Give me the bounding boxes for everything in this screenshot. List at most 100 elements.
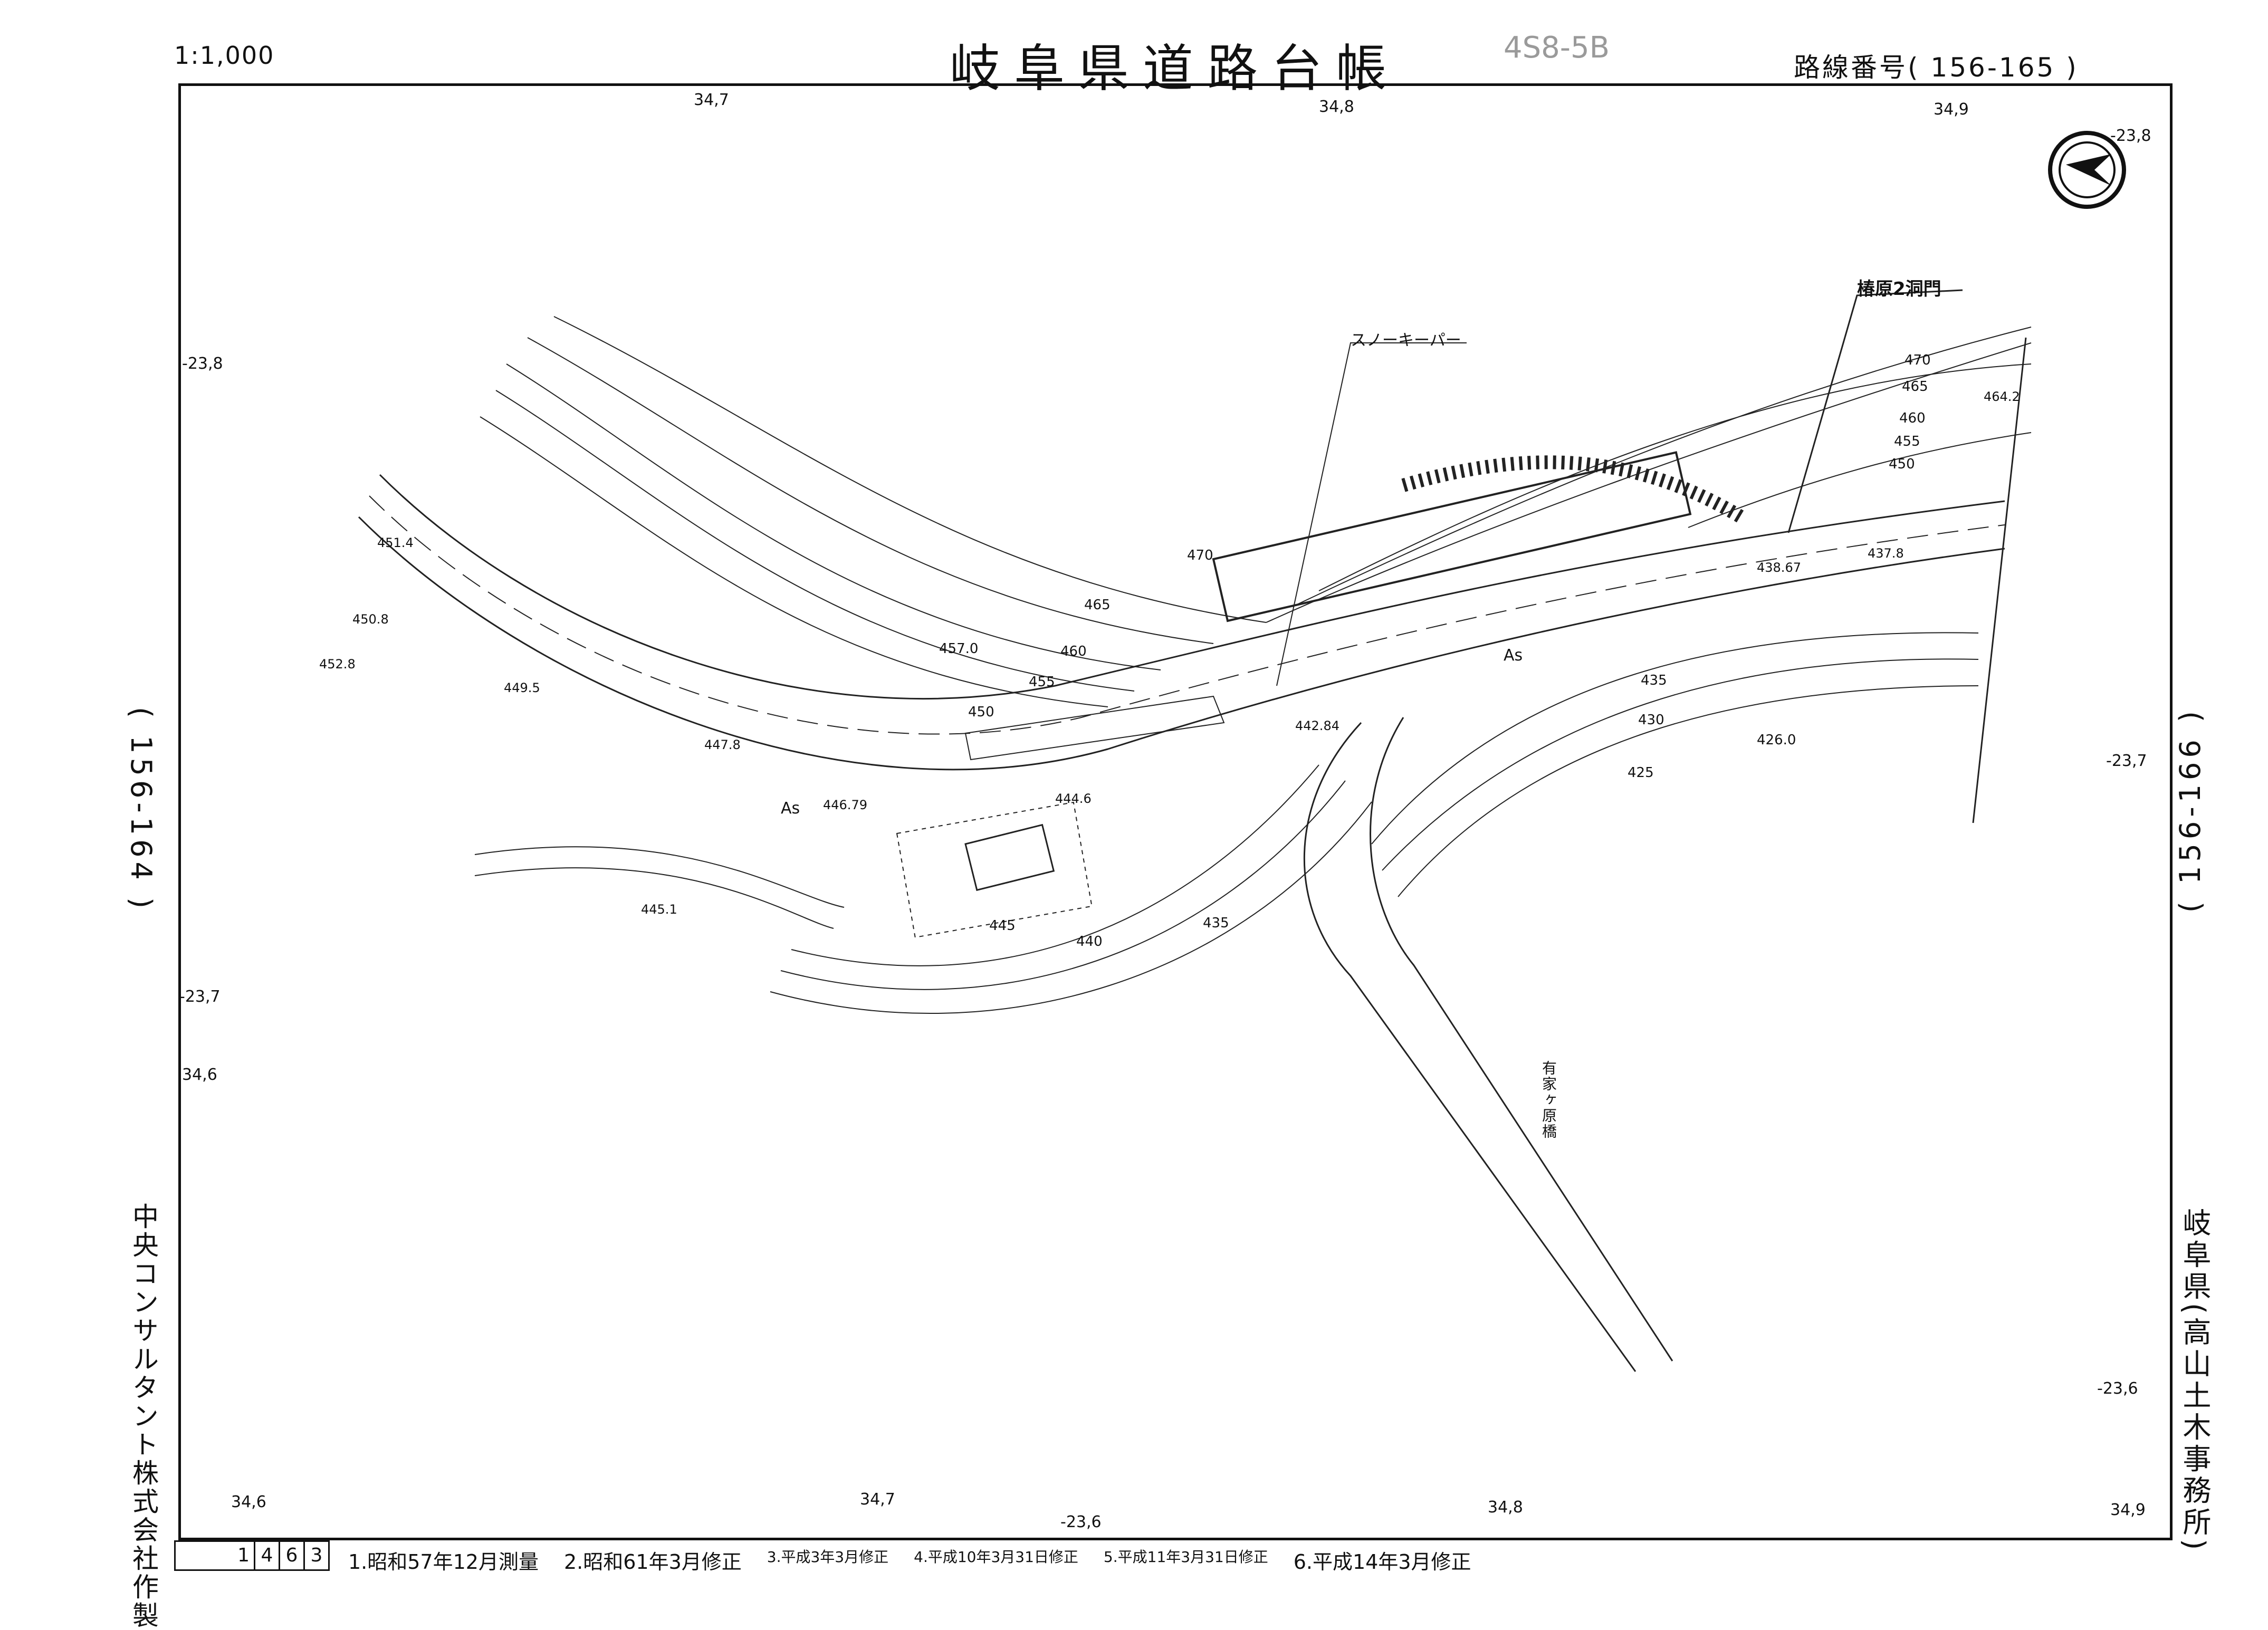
tunnel-label: 椿原2洞門 — [1857, 279, 1941, 300]
contour-label: 435 — [1203, 915, 1229, 931]
grid-label-top-1: 34,7 — [694, 91, 729, 109]
grid-label-left-2: -23,7 — [179, 987, 221, 1006]
north-arrow — [2048, 131, 2126, 209]
contour — [791, 764, 1319, 966]
contour-label: 435 — [1641, 673, 1667, 688]
road-edge-north — [379, 474, 2005, 699]
boundary-line — [1972, 337, 2027, 823]
adjacent-route-left: ( 156-164 ) — [125, 707, 158, 913]
snow-keeper-label: スノーキーパー — [1351, 331, 1461, 350]
contour-label: 457.0 — [939, 641, 979, 657]
spot-elevation: 437.8 — [1868, 546, 1904, 561]
branch-road-west — [1303, 722, 1637, 1372]
revision-entry: 1.昭和57年12月測量 — [348, 1550, 539, 1574]
spot-elevation: 451.4 — [377, 535, 414, 550]
contour-label: 455 — [1894, 434, 1920, 449]
contour-label: 470 — [1905, 352, 1931, 368]
road-edge-south — [358, 516, 2005, 771]
grid-label-right-1: -23,8 — [2110, 127, 2151, 145]
revision-entry: 3.平成3年3月修正 — [767, 1548, 889, 1566]
map-frame — [178, 83, 2173, 1540]
contour — [474, 867, 834, 929]
contour-label: 460 — [1899, 410, 1926, 426]
spot-elevation: 449.5 — [504, 680, 540, 695]
spot-elevation: 450.8 — [352, 612, 389, 627]
page-title: 岐阜県道路台帳 — [950, 39, 1400, 98]
contour-label: 465 — [1084, 597, 1111, 613]
contour — [553, 316, 1267, 623]
contour — [1292, 327, 2032, 607]
branch-road-east — [1370, 717, 1673, 1361]
bridge-label: 有家ヶ原橋 — [1540, 1060, 1557, 1139]
issuing-office: 岐阜県(高山土木事務所) — [2178, 1208, 2211, 1554]
grid-label-top-3: 34,9 — [1934, 100, 1969, 119]
tunnel-leader — [1787, 289, 1963, 533]
asphalt-label-west: As — [781, 799, 800, 818]
grid-label-bottom-2: 34,7 — [860, 1490, 895, 1509]
revision-entry: 5.平成11年3月31日修正 — [1103, 1548, 1268, 1566]
contour — [480, 416, 1108, 707]
snow-shed — [1212, 451, 1692, 622]
grid-label-bottom-5: 34,9 — [2110, 1501, 2146, 1519]
contour — [1371, 632, 1979, 845]
grid-label-bottom-3: -23,6 — [1060, 1513, 1102, 1531]
sheet-digit: 4 — [254, 1542, 279, 1569]
contour — [527, 337, 1214, 644]
cut-slope — [964, 695, 1225, 761]
contour-label: 460 — [1060, 644, 1087, 659]
contour-label: 455 — [1029, 674, 1055, 690]
contour-label: 450 — [968, 704, 994, 720]
map-scale: 1:1,000 — [174, 41, 275, 70]
spot-elevation: 442.84 — [1295, 718, 1339, 733]
snow-keeper-leader — [1276, 342, 1467, 686]
grid-label-left-3: 34,6 — [182, 1066, 217, 1084]
sheet-digit: 6 — [279, 1542, 303, 1569]
spot-elevation: 445.1 — [641, 902, 677, 917]
contour-label: 425 — [1628, 765, 1654, 781]
contour — [770, 801, 1372, 1014]
adjacent-route-right: ( 156-166 ) — [2174, 707, 2207, 913]
grid-label-left-1: -23,8 — [182, 354, 223, 373]
sheet-digit: 3 — [303, 1542, 328, 1569]
sheet-digit: 1 — [237, 1545, 250, 1566]
contour — [1266, 342, 2032, 623]
contour — [1398, 685, 1979, 897]
spot-elevation: 447.8 — [704, 737, 741, 752]
spot-elevation: 438.67 — [1757, 560, 1801, 575]
sheet-number-box: 1 4 6 3 — [174, 1540, 330, 1571]
revision-entry: 6.平成14年3月修正 — [1293, 1550, 1471, 1574]
contour — [1382, 658, 1979, 871]
spot-elevation: 446.79 — [823, 798, 867, 812]
contour-label: 470 — [1187, 548, 1213, 563]
lot — [896, 801, 1093, 938]
contour — [506, 363, 1161, 670]
contour-label: 445 — [989, 918, 1016, 934]
spot-elevation: 464.2 — [1984, 389, 2020, 404]
grid-label-right-2: -23,7 — [2106, 752, 2147, 770]
contour — [1688, 432, 2032, 528]
contour-label: 465 — [1902, 379, 1928, 395]
road-centerline — [369, 495, 2005, 735]
revision-history: 1.昭和57年12月測量 2.昭和61年3月修正 3.平成3年3月修正 4.平成… — [348, 1546, 1471, 1575]
contour-label: 440 — [1076, 934, 1103, 950]
spot-elevation: 444.6 — [1055, 791, 1092, 806]
grid-label-top-2: 34,8 — [1319, 98, 1354, 116]
grid-label-bottom-1: 34,6 — [231, 1493, 266, 1511]
sheet-stamp: 4S8-5B — [1504, 31, 1610, 65]
contour — [1318, 363, 2032, 591]
contour — [474, 846, 845, 908]
contour — [780, 780, 1346, 990]
contour-label: 426.0 — [1757, 732, 1796, 748]
grid-label-bottom-4: 34,8 — [1488, 1498, 1523, 1517]
surveyor-company: 中央コンサルタント株式会社作製 — [128, 1203, 159, 1630]
contour-label: 430 — [1638, 712, 1664, 728]
grid-label-right-3: -23,6 — [2097, 1379, 2138, 1398]
asphalt-label-east: As — [1504, 646, 1523, 665]
building — [964, 823, 1055, 891]
contour — [495, 390, 1135, 692]
revision-entry: 2.昭和61年3月修正 — [563, 1550, 742, 1574]
revision-entry: 4.平成10年3月31日修正 — [914, 1548, 1078, 1566]
contour-label: 450 — [1889, 456, 1915, 472]
route-number: 路線番号( 156-165 ) — [1794, 52, 2079, 83]
